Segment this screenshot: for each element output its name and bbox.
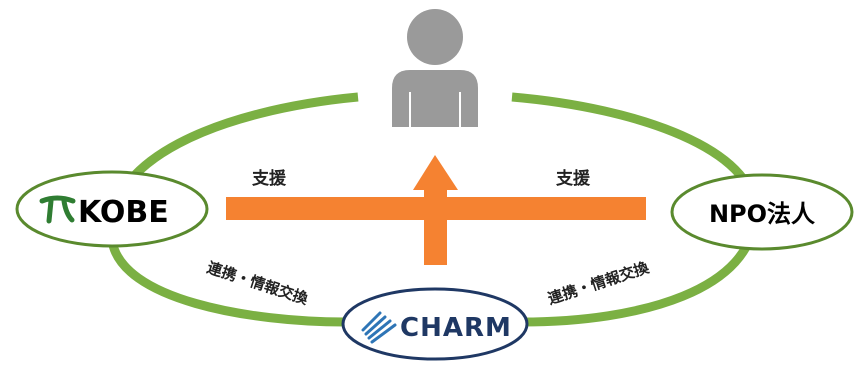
support-arrow — [226, 155, 646, 265]
kobe-logo-text: KOBE — [78, 195, 169, 230]
kobe-node: KOBE — [15, 170, 209, 248]
person-arm-gaps — [409, 92, 461, 127]
charm-stripes-icon — [361, 311, 397, 344]
kobe-city-mark-icon — [39, 195, 76, 224]
charm-logo-text: CHARM — [400, 313, 512, 343]
person-icon — [392, 9, 478, 127]
link-label-right: 連携・情報交換 — [546, 258, 652, 308]
npo-node: NPO法人 — [670, 173, 854, 251]
link-label-left: 連携・情報交換 — [205, 258, 311, 308]
npo-label: NPO法人 — [709, 200, 815, 228]
support-label-left: 支援 — [252, 168, 287, 189]
support-label-right: 支援 — [556, 168, 591, 189]
charm-node: CHARM — [341, 287, 529, 361]
